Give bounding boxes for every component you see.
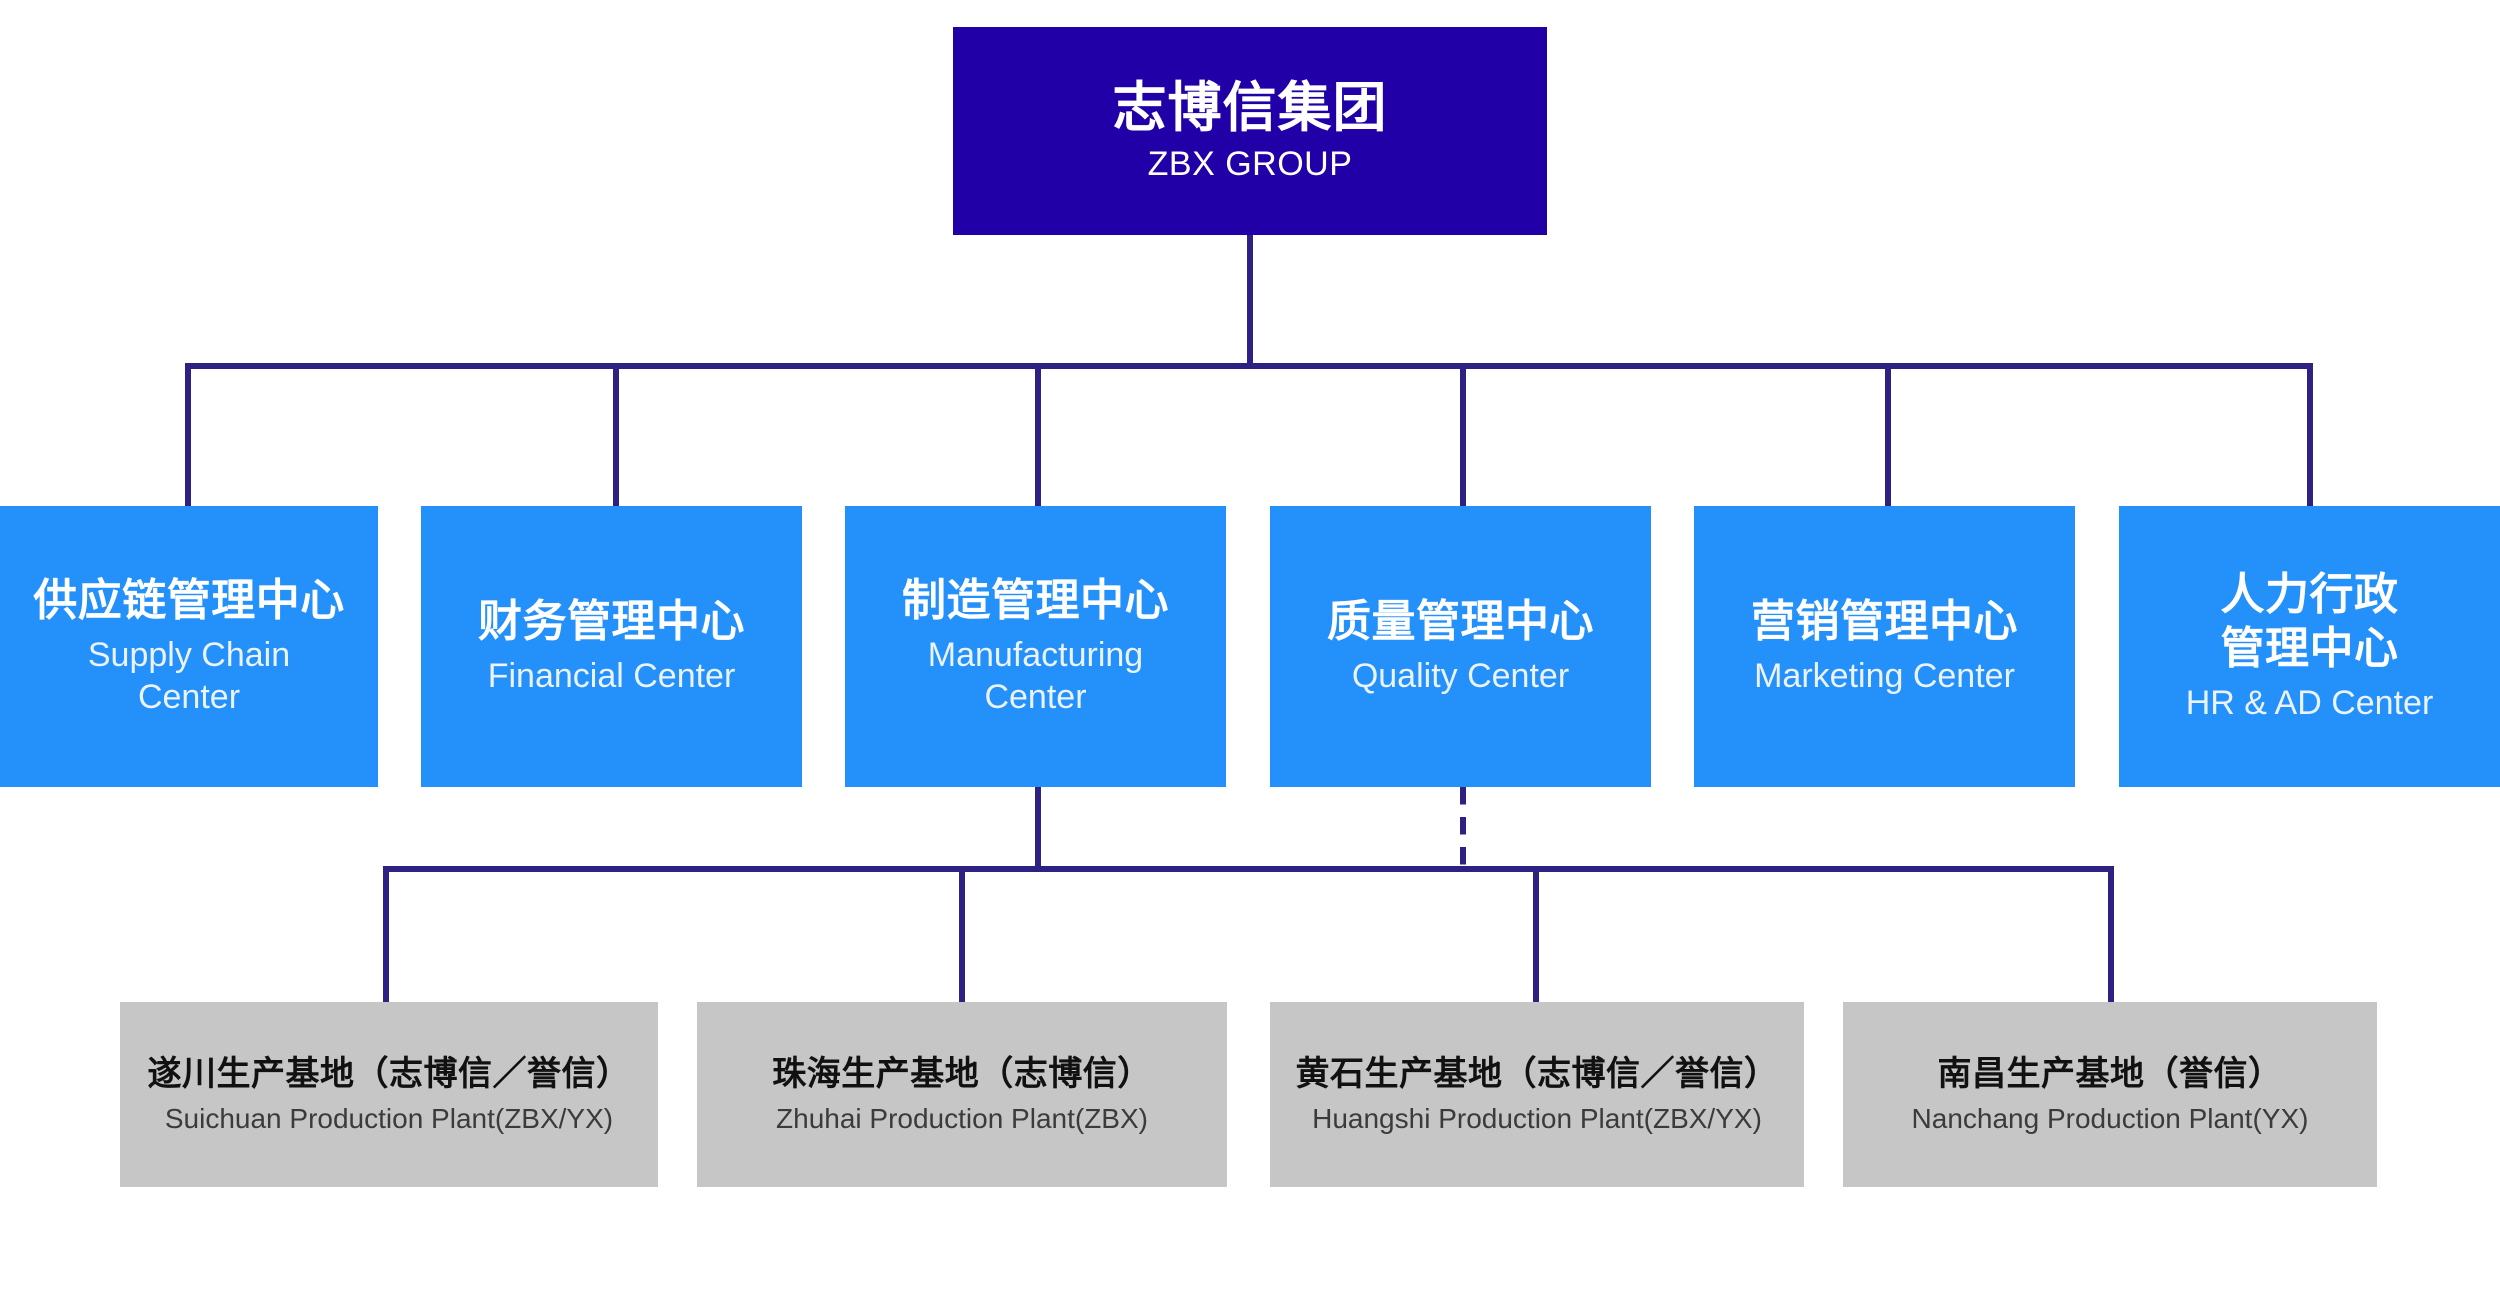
node-center-marketing[interactable]: 营销管理中心 Marketing Center (1694, 506, 2075, 787)
node-plant-2-title-en: Zhuhai Production Plant(ZBX) (776, 1103, 1148, 1135)
connector-drop-plant-2 (959, 866, 965, 1002)
node-plant-zhuhai[interactable]: 珠海生产基地（志博信） Zhuhai Production Plant(ZBX) (697, 1002, 1227, 1187)
node-plant-4-title-en: Nanchang Production Plant(YX) (1911, 1103, 2309, 1135)
connector-plant-bus (383, 866, 2114, 872)
node-root-title-cn: 志博信集团 (1112, 78, 1388, 139)
node-center-4-title-cn: 质量管理中心 (1327, 597, 1594, 647)
node-center-1-title-en: Supply Chain Center (87, 635, 291, 717)
connector-drop-center-2 (613, 363, 619, 506)
node-plant-3-title-en: Huangshi Production Plant(ZBX/YX) (1312, 1103, 1762, 1135)
node-center-6-title-cn: 人力行政 管理中心 (2220, 570, 2399, 674)
node-center-3-title-cn: 制造管理中心 (902, 575, 1169, 625)
connector-drop-plant-1 (383, 866, 389, 1002)
node-plant-1-title-cn: 遂川生产基地（志博信／誉信） (147, 1054, 631, 1093)
node-plant-nanchang[interactable]: 南昌生产基地（誉信） Nanchang Production Plant(YX) (1843, 1002, 2377, 1187)
connector-drop-center-6 (2307, 363, 2313, 506)
node-center-4-title-en: Quality Center (1351, 656, 1570, 695)
node-center-supply-chain[interactable]: 供应链管理中心 Supply Chain Center (0, 506, 378, 787)
node-plant-1-title-en: Suichuan Production Plant(ZBX/YX) (164, 1103, 614, 1135)
connector-drop-center-4 (1460, 363, 1466, 506)
connector-root-down (1247, 235, 1253, 366)
node-plant-3-title-cn: 黄石生产基地（志博信／誉信） (1295, 1054, 1779, 1093)
node-plant-huangshi[interactable]: 黄石生产基地（志博信／誉信） Huangshi Production Plant… (1270, 1002, 1804, 1187)
node-root-zbx-group[interactable]: 志博信集团 ZBX GROUP (953, 27, 1547, 235)
node-center-2-title-cn: 财务管理中心 (478, 597, 745, 647)
node-center-5-title-en: Marketing Center (1754, 656, 2015, 695)
node-plant-suichuan[interactable]: 遂川生产基地（志博信／誉信） Suichuan Production Plant… (120, 1002, 658, 1187)
node-center-hr-ad[interactable]: 人力行政 管理中心 HR & AD Center (2119, 506, 2500, 787)
connector-drop-center-1 (185, 363, 191, 506)
node-center-1-title-cn: 供应链管理中心 (33, 575, 345, 625)
node-center-3-title-en: Manufacturing Center (927, 635, 1144, 717)
connector-manufacturing-to-plant-bus (1035, 787, 1041, 872)
node-center-5-title-cn: 营销管理中心 (1751, 597, 2018, 647)
connector-drop-center-3 (1035, 363, 1041, 506)
connector-drop-plant-4 (2108, 866, 2114, 1002)
connector-drop-plant-3 (1533, 866, 1539, 1002)
connector-drop-center-5 (1885, 363, 1891, 506)
node-center-2-title-en: Financial Center (487, 656, 736, 695)
connector-quality-to-plant-bus-dashed (1460, 787, 1466, 872)
node-center-manufacturing[interactable]: 制造管理中心 Manufacturing Center (845, 506, 1226, 787)
node-center-6-title-en: HR & AD Center (2185, 683, 2434, 722)
node-center-financial[interactable]: 财务管理中心 Financial Center (421, 506, 802, 787)
node-plant-4-title-cn: 南昌生产基地（誉信） (1937, 1054, 2283, 1093)
node-plant-2-title-cn: 珠海生产基地（志博信） (772, 1054, 1152, 1093)
node-center-quality[interactable]: 质量管理中心 Quality Center (1270, 506, 1651, 787)
connector-top-bus (185, 363, 2313, 369)
node-root-title-en: ZBX GROUP (1147, 144, 1353, 183)
